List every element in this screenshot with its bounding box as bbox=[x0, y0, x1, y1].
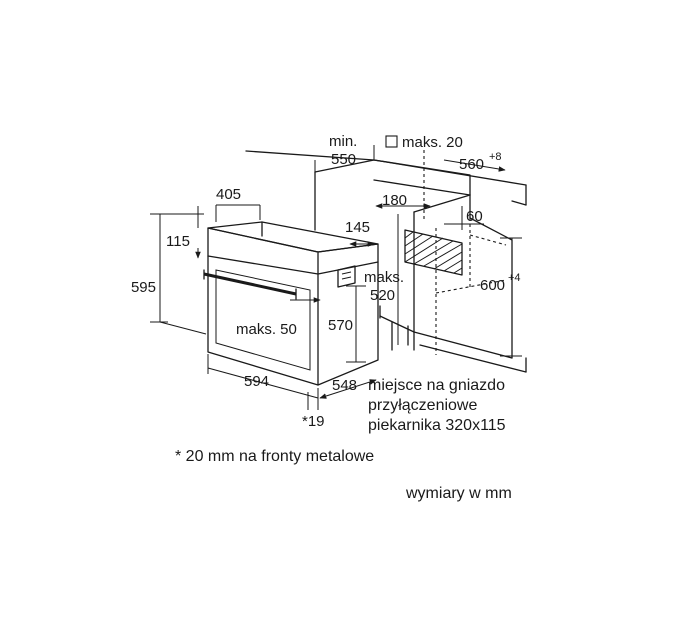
label-560-tolerance: +8 bbox=[489, 151, 502, 163]
oven bbox=[203, 221, 379, 386]
socket-note-line3: piekarnika 320x115 bbox=[368, 417, 506, 434]
label-595: 595 bbox=[131, 279, 156, 296]
socket-note: miejsce na gniazdo przyłączeniowe piekar… bbox=[368, 377, 506, 434]
cabinet-niche bbox=[245, 150, 527, 373]
label-145: 145 bbox=[345, 219, 370, 236]
label-550: 550 bbox=[331, 151, 356, 168]
label-115: 115 bbox=[166, 233, 190, 250]
label-min: min. bbox=[329, 133, 357, 150]
socket-note-line1: miejsce na gniazdo bbox=[368, 377, 505, 394]
dimension-lines bbox=[150, 145, 522, 410]
socket-hatch bbox=[404, 229, 463, 276]
label-maks20: maks. 20 bbox=[402, 134, 463, 151]
label-560: 560 bbox=[459, 156, 484, 173]
dimension-labels: min. 550 maks. 20 560 +8 405 180 60 145 … bbox=[131, 133, 521, 430]
label-520: 520 bbox=[370, 287, 395, 304]
label-570: 570 bbox=[328, 317, 353, 334]
label-548: 548 bbox=[332, 377, 357, 394]
label-600: 600 bbox=[480, 277, 505, 294]
footnote: * 20 mm na fronty metalowe bbox=[175, 448, 374, 465]
label-maks: maks. bbox=[364, 269, 404, 286]
label-180: 180 bbox=[382, 192, 407, 209]
label-594: 594 bbox=[244, 373, 269, 390]
label-19: *19 bbox=[302, 413, 325, 430]
label-405: 405 bbox=[216, 186, 241, 203]
label-600-tolerance: +4 bbox=[508, 272, 521, 284]
square-symbol bbox=[385, 135, 398, 148]
label-60: 60 bbox=[466, 208, 483, 225]
units-note: wymiary w mm bbox=[405, 485, 512, 502]
socket-note-line2: przyłączeniowe bbox=[368, 397, 477, 414]
label-maks50: maks. 50 bbox=[236, 321, 297, 338]
